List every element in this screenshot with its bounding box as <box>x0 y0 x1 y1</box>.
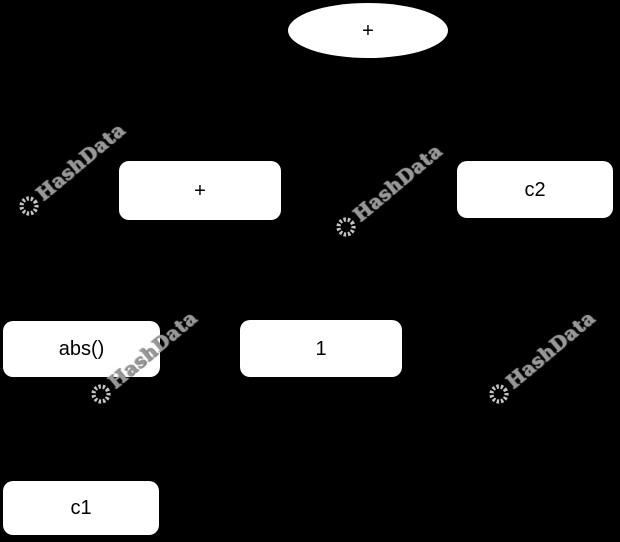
node-label: 1 <box>315 337 327 360</box>
gear-icon <box>489 384 509 404</box>
node-c1: c1 <box>3 481 159 535</box>
watermark-text: HashData <box>349 139 448 227</box>
gear-icon <box>91 384 111 404</box>
node-label: c1 <box>70 497 92 519</box>
watermark: HashData <box>14 119 131 222</box>
gear-icon <box>19 196 39 216</box>
node-label: c2 <box>524 178 546 201</box>
watermark-text: HashData <box>502 306 601 394</box>
node-label: abs() <box>58 338 105 360</box>
node-label: + <box>362 19 374 42</box>
gear-icon <box>336 217 356 237</box>
node-root-plus: + <box>288 3 448 58</box>
watermark: HashData <box>484 306 601 410</box>
watermark-text: HashData <box>32 118 131 206</box>
node-plus: + <box>119 161 281 220</box>
node-abs: abs() <box>3 321 160 377</box>
node-one: 1 <box>240 320 402 377</box>
watermark: HashData <box>331 139 448 243</box>
node-c2: c2 <box>457 161 613 218</box>
node-label: + <box>194 179 206 202</box>
